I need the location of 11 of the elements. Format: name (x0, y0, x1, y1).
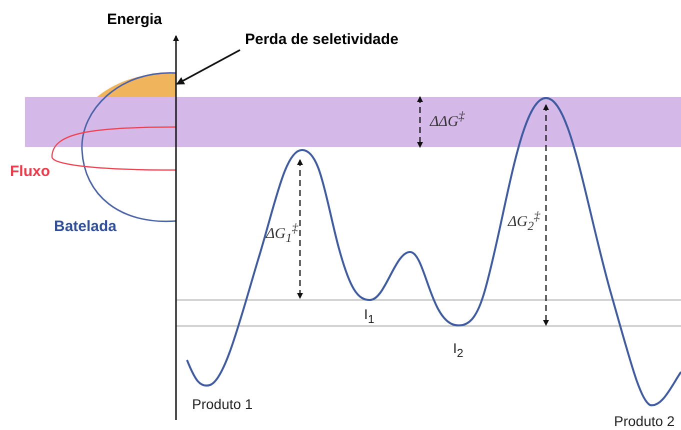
product-label: Produto 1 (192, 397, 253, 412)
callout-text: Perda de seletividade (245, 32, 398, 48)
intermediate-label: I$_{2}$ (453, 341, 464, 361)
intermediate-label: I$_{1}$ (364, 307, 374, 327)
product-label: Produto 2 (614, 414, 675, 430)
series-label: Fluxo (10, 164, 50, 180)
shaded-region (97, 72, 176, 97)
series-label: Batelada (54, 219, 117, 236)
axis-label: Energia (107, 12, 162, 28)
energy-label: ΔΔG$^{‡}$ (430, 110, 465, 130)
leader-arrow (176, 49, 240, 85)
